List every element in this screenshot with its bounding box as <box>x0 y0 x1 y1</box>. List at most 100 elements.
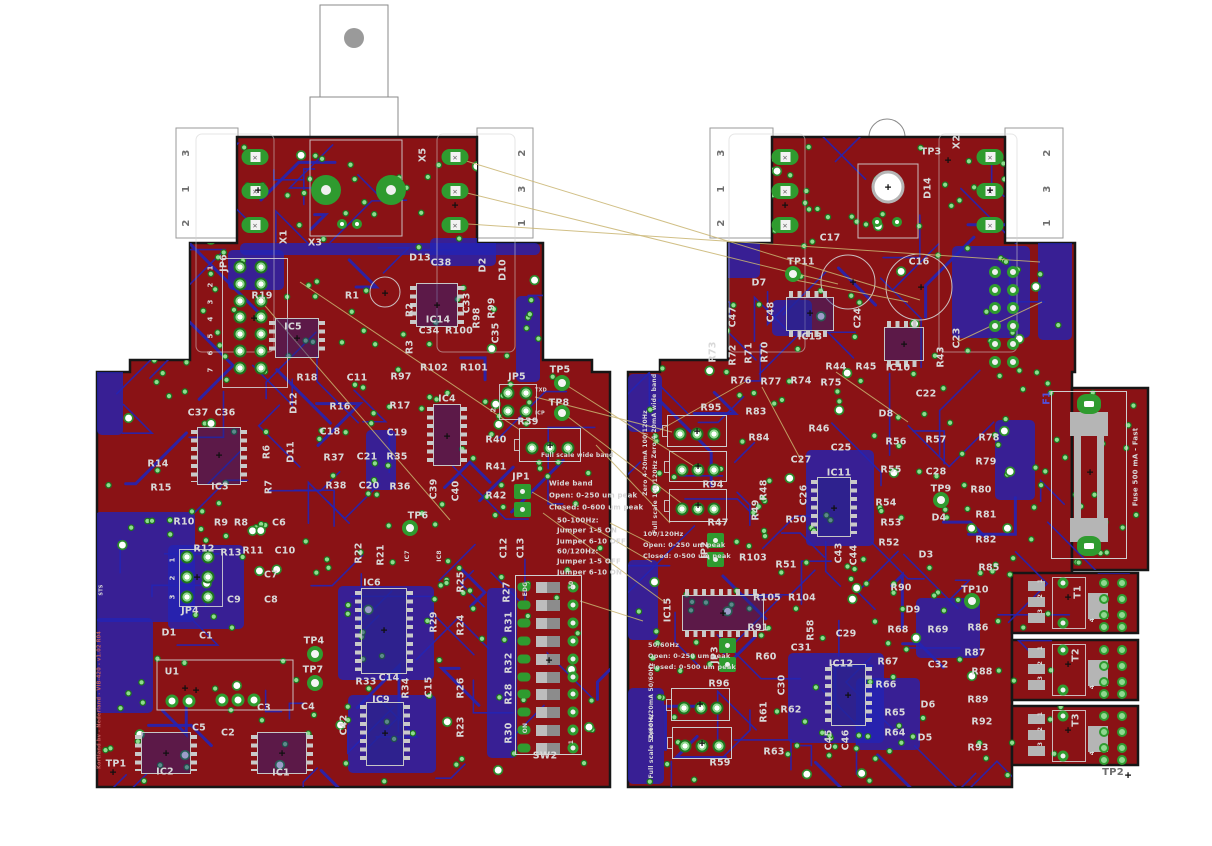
ic-pins <box>461 407 467 463</box>
left-board-silk-label: IC9 <box>372 694 390 706</box>
via-pad <box>1099 645 1109 655</box>
origin-cross-icon: + <box>162 746 170 760</box>
right-board-silk-label: 1 <box>1037 645 1044 651</box>
via <box>207 270 215 278</box>
switch-rocker[interactable] <box>536 599 560 611</box>
transistor-lead <box>1028 730 1045 740</box>
left-board-silk-label: IC3 <box>211 481 229 493</box>
right-board-silk-label: R85 <box>978 562 1000 574</box>
via <box>1061 454 1069 461</box>
via <box>723 368 730 376</box>
via <box>498 481 505 489</box>
switch-pad <box>567 688 579 700</box>
connector-pad: ✕ <box>441 217 469 233</box>
right-board-silk-label: R49 <box>750 499 762 521</box>
header-pin <box>233 310 247 324</box>
via <box>230 428 238 435</box>
switch-rocker[interactable] <box>536 582 560 593</box>
ic-pins <box>307 735 313 771</box>
right-board-silk-label: R45 <box>855 361 877 373</box>
switch-rocker[interactable] <box>536 707 560 719</box>
right-board-silk-label: R47 <box>707 517 729 529</box>
via <box>262 428 270 436</box>
via <box>188 508 196 515</box>
header-pin <box>254 327 268 341</box>
plug-hole-icon <box>344 28 364 48</box>
pad <box>989 356 1001 368</box>
trace <box>941 520 988 540</box>
via <box>964 244 971 252</box>
via <box>687 607 695 614</box>
via <box>444 557 452 565</box>
via <box>656 693 663 701</box>
switch-rocker[interactable] <box>536 617 560 629</box>
right-board-silk-label: 1 <box>1042 219 1053 227</box>
solder-jumper-pad[interactable] <box>514 502 531 517</box>
copper-pour <box>516 296 540 382</box>
via <box>181 388 189 395</box>
copper-pour <box>916 598 980 658</box>
right-board-silk-label: X2 <box>951 134 963 150</box>
switch-rocker[interactable] <box>536 671 560 683</box>
via <box>318 427 325 434</box>
via <box>313 569 320 576</box>
trimmer-pad <box>710 701 724 714</box>
via <box>102 746 109 754</box>
via <box>526 310 534 318</box>
left-board-silk-label: IC5 <box>284 321 302 333</box>
left-board-silk-label: C7 <box>264 569 278 581</box>
pad-via <box>117 539 128 551</box>
transistor-lead <box>1028 613 1045 623</box>
origin-cross-icon: + <box>192 683 200 697</box>
right-board-silk-label: R73 <box>707 341 719 363</box>
left-board-silk-label: 6 <box>206 350 215 356</box>
via <box>424 173 432 181</box>
via <box>338 339 346 346</box>
header-pin <box>254 277 268 291</box>
switch-rocker[interactable] <box>536 635 560 647</box>
via <box>329 472 337 479</box>
via <box>823 511 830 519</box>
origin-cross-icon: + <box>917 280 925 294</box>
right-board-silk-label: D14 <box>922 177 934 199</box>
left-board-silk-label: C3 <box>257 702 271 714</box>
left-board-silk-label: C37 <box>187 407 209 419</box>
solder-jumper-pad[interactable] <box>514 484 531 499</box>
via <box>544 473 551 480</box>
origin-cross-icon: + <box>694 498 702 512</box>
via <box>365 490 372 497</box>
trace <box>824 540 842 587</box>
trace <box>429 610 475 656</box>
via-pad <box>1099 689 1109 699</box>
via <box>805 206 813 213</box>
via <box>300 189 308 197</box>
right-board-silk-label: R43 <box>935 346 947 368</box>
switch-rocker[interactable] <box>536 725 560 737</box>
testpoint-pad <box>785 266 801 282</box>
left-board-silk-label: TP7 <box>302 664 324 676</box>
switch-pad <box>567 742 579 754</box>
via <box>853 745 860 752</box>
trace <box>472 679 514 714</box>
transistor-lead <box>1028 597 1045 607</box>
right-board-silk-label: TP9 <box>930 483 952 495</box>
via <box>409 730 417 737</box>
switch-rocker[interactable] <box>536 689 560 701</box>
right-board-silk-label: C22 <box>915 388 937 400</box>
right-board-silk-label: R92 <box>971 716 993 728</box>
left-board-silk-label: R15 <box>150 482 172 494</box>
via <box>323 556 331 563</box>
right-board-silk-label: R52 <box>878 537 900 549</box>
pad <box>989 302 1001 314</box>
trace <box>813 760 861 787</box>
right-board-silk-label: Full scale 50/60Hz <box>648 713 655 779</box>
pad-hole <box>725 643 730 648</box>
left-board-silk-label: JP4 <box>181 605 199 617</box>
connector-pad: ✕ <box>771 183 799 199</box>
trace <box>251 364 293 407</box>
pad <box>989 338 1001 350</box>
solder-jumper-pad[interactable] <box>719 638 736 653</box>
via <box>125 690 132 697</box>
